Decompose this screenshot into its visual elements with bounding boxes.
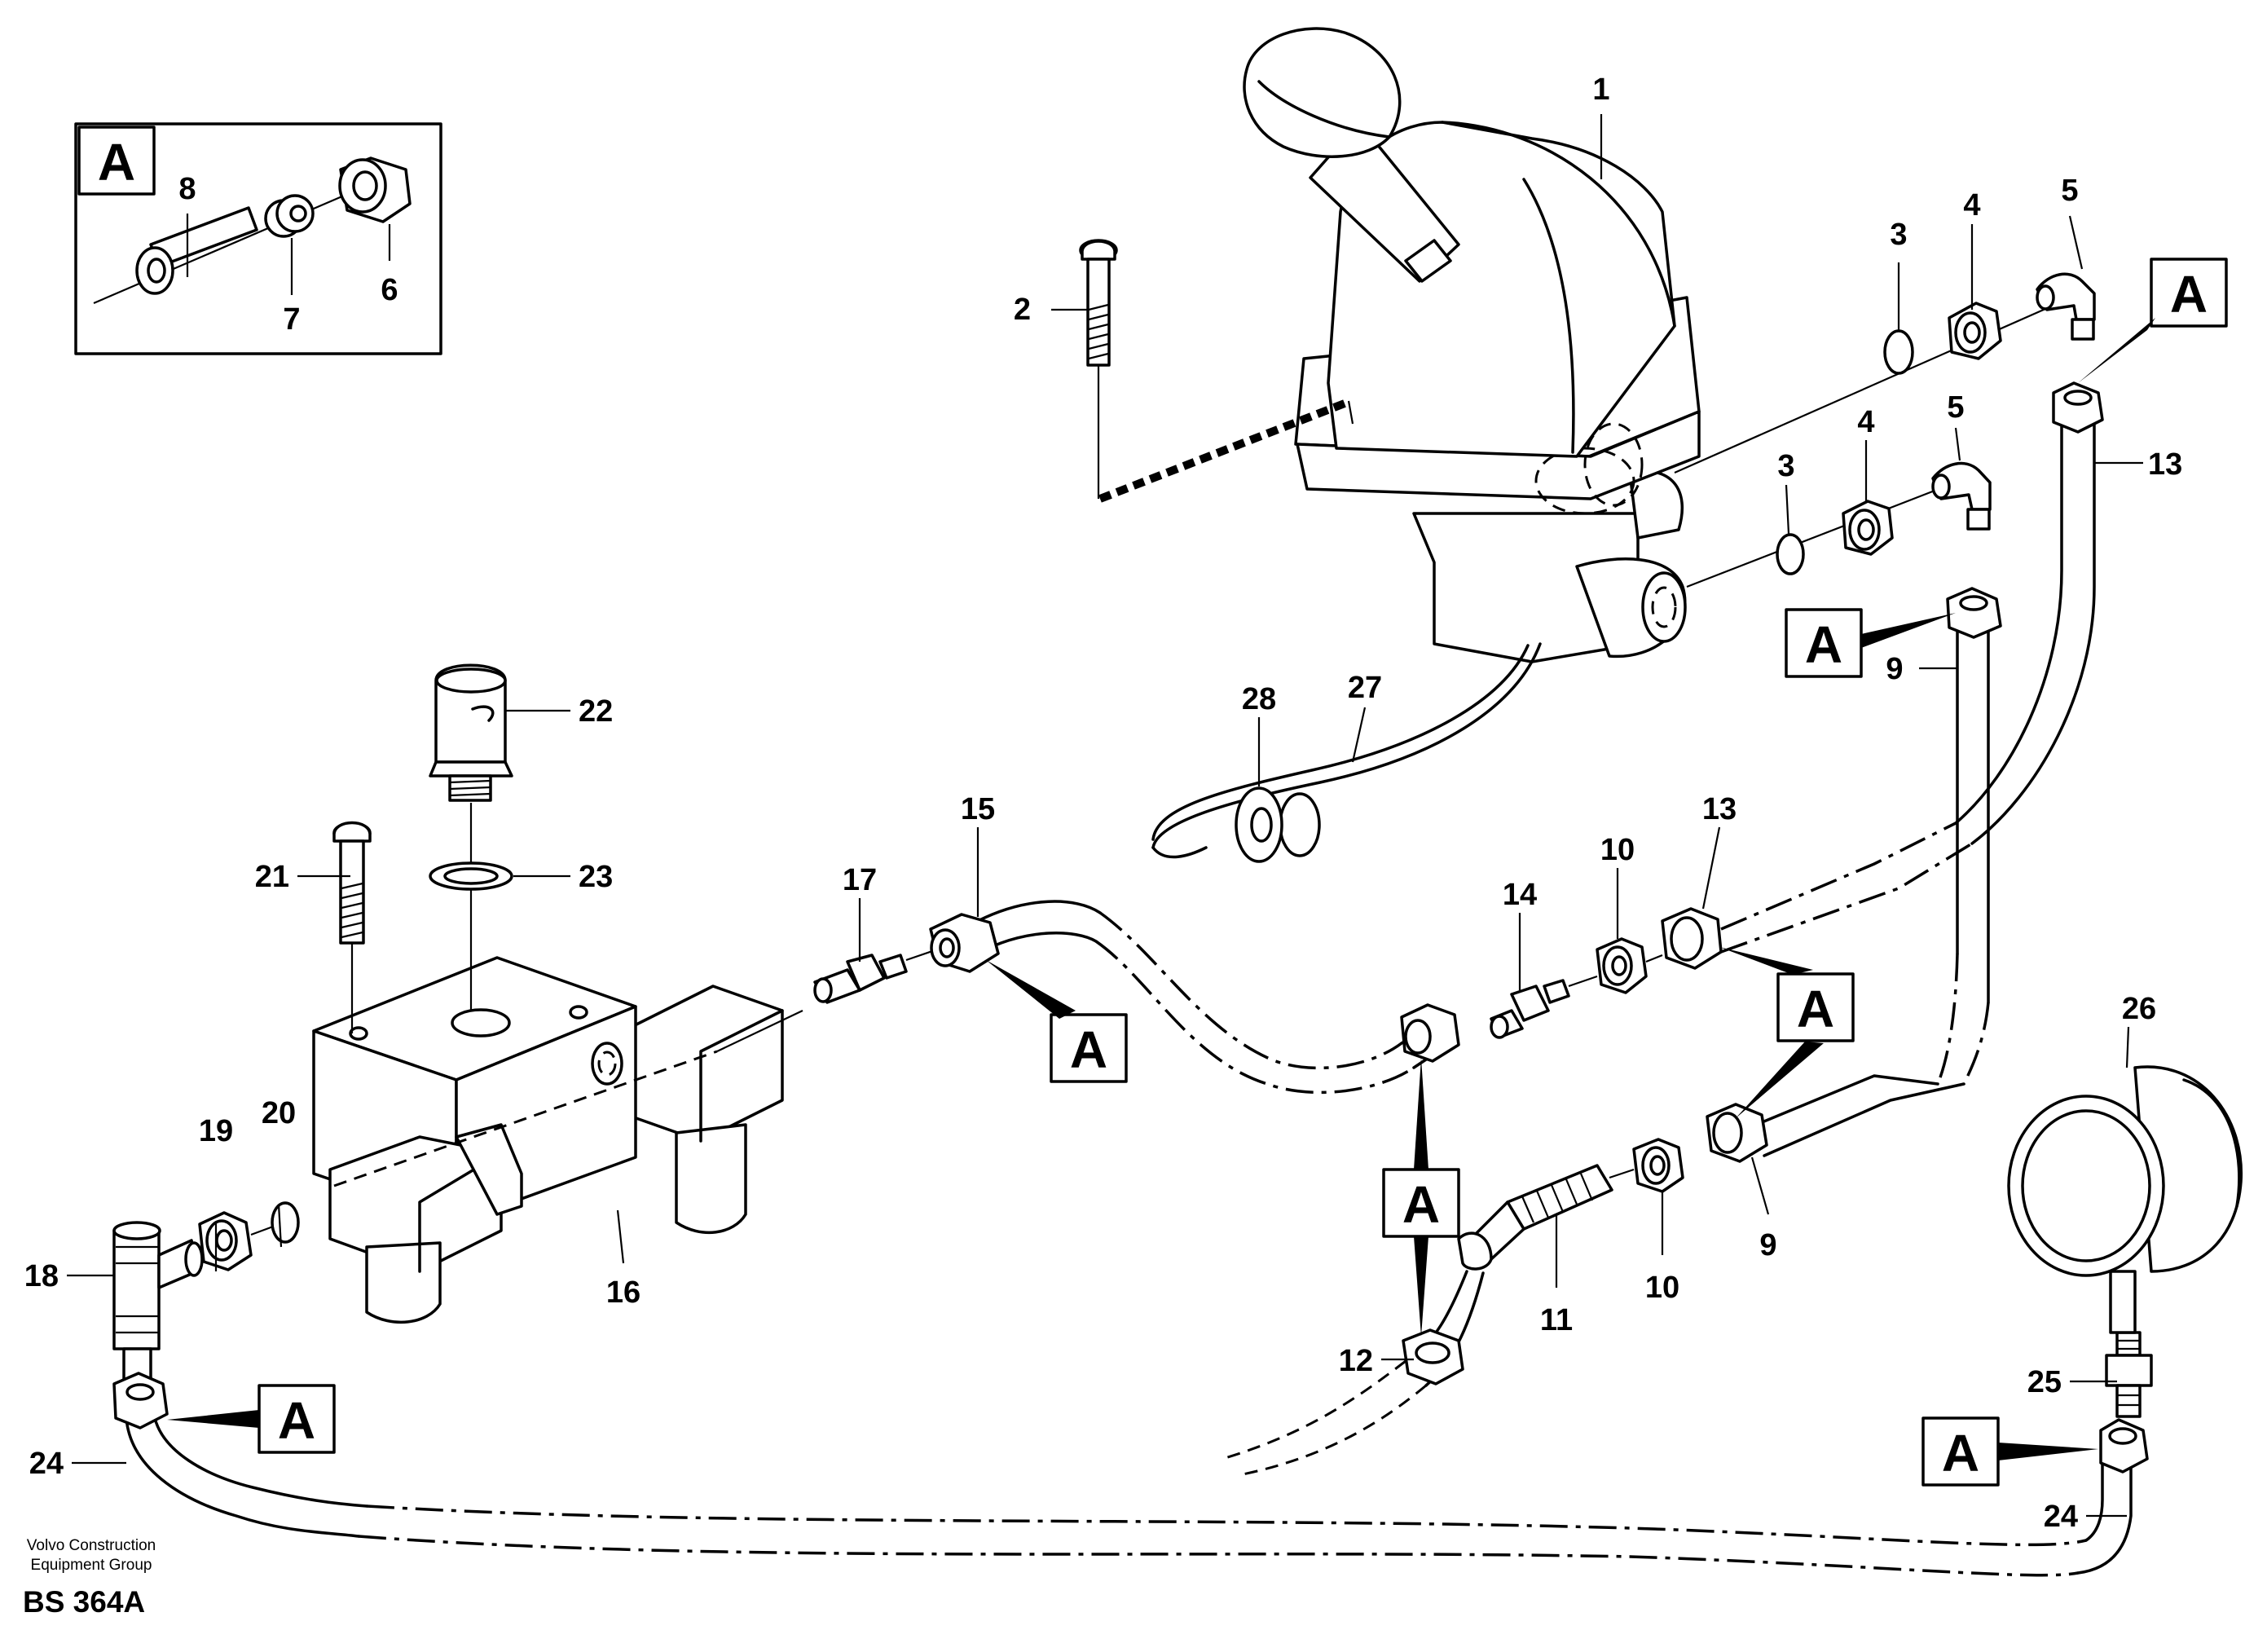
part-10-nut-upper [1596, 937, 1648, 994]
callout-a-3: A [1070, 1020, 1107, 1079]
label-22: 22 [579, 694, 613, 729]
label-13-mid: 13 [1702, 792, 1737, 826]
callout-a-1: A [2170, 265, 2208, 324]
a-callouts: A A A A A A A [167, 258, 2228, 1487]
part-19-nut [198, 1211, 253, 1271]
label-28: 28 [1242, 682, 1276, 716]
label-27: 27 [1348, 671, 1382, 705]
label-23: 23 [579, 860, 613, 894]
label-1: 1 [1592, 73, 1609, 107]
part-14-nipple [1490, 979, 1570, 1039]
company-line-1: Volvo Construction [27, 1537, 156, 1554]
part-24-long-pipe [112, 1372, 2149, 1577]
label-10-top: 10 [1600, 833, 1635, 867]
part-25-nipple [2105, 1331, 2153, 1418]
label-15: 15 [961, 792, 995, 826]
part-16-valve-block [312, 956, 803, 1324]
part-8-pipe [135, 206, 258, 295]
part-27-cable [1151, 642, 1542, 859]
label-7: 7 [283, 302, 300, 337]
part-15-pipe [929, 900, 1460, 1095]
part-10-nut-lower [1632, 1138, 1684, 1193]
label-18: 18 [24, 1259, 59, 1293]
callout-a-6: A [278, 1391, 315, 1450]
part-28-grommet [1235, 786, 1321, 863]
drawing-code: BS 364A [23, 1585, 145, 1619]
company-line-2: Equipment Group [31, 1557, 152, 1574]
label-3: 3 [1890, 218, 1907, 252]
label-5: 5 [2061, 174, 2078, 208]
label-12: 12 [1339, 1344, 1373, 1378]
part-21-screw [332, 821, 372, 1033]
upper-fittings-3-4-5 [1674, 272, 2096, 588]
label-5b: 5 [1947, 390, 1964, 425]
label-25: 25 [2027, 1365, 2062, 1399]
part-9-pipe-lower [1706, 1074, 1965, 1163]
label-14: 14 [1503, 878, 1537, 912]
callout-a-7: A [1942, 1424, 1979, 1482]
part-23-washer [429, 861, 513, 891]
part-1-hand-control-valve [1243, 27, 1701, 663]
leader-lines [67, 114, 2143, 1518]
label-24-left: 24 [29, 1447, 64, 1481]
label-21: 21 [255, 860, 289, 894]
label-26: 26 [2122, 992, 2156, 1026]
label-24-right: 24 [2044, 1500, 2078, 1534]
part-13-nut [1661, 907, 1723, 970]
part-22-pressure-sensor [429, 663, 513, 802]
label-3b: 3 [1777, 449, 1794, 483]
part-26-pressure-gauge [2007, 1065, 2243, 1334]
label-20: 20 [262, 1096, 296, 1130]
label-10-bottom: 10 [1645, 1271, 1679, 1305]
part-18-tee [112, 1221, 204, 1383]
label-11: 11 [1540, 1303, 1573, 1337]
part-9-pipe-vertical [1936, 587, 2002, 1085]
label-2: 2 [1014, 293, 1031, 327]
label-8: 8 [178, 172, 196, 206]
label-6: 6 [381, 273, 398, 307]
label-13-top: 13 [2148, 447, 2182, 482]
label-9-top: 9 [1886, 652, 1903, 686]
part-12-pipe [1222, 1270, 1485, 1477]
inset-tag: A [98, 133, 135, 192]
part-labels: 1 2 3 4 5 3 4 5 13 9 28 27 22 23 21 17 1… [24, 73, 2183, 1534]
part-2-screw [1079, 239, 1354, 503]
label-19: 19 [199, 1114, 233, 1148]
label-9-bottom: 9 [1759, 1228, 1776, 1262]
part-11-hose [1457, 1164, 1613, 1271]
callout-a-4: A [1797, 980, 1834, 1038]
callout-a-2: A [1805, 615, 1842, 674]
part-6-nut [338, 156, 412, 223]
part-7-sleeve [264, 194, 315, 238]
callout-a-5: A [1402, 1175, 1440, 1234]
part-20-o-ring [271, 1201, 300, 1244]
label-16: 16 [606, 1275, 640, 1310]
part-13-pipe [1954, 381, 2104, 845]
label-17: 17 [843, 863, 877, 897]
label-4: 4 [1963, 188, 1980, 222]
footer: Volvo Construction Equipment Group BS 36… [23, 1537, 156, 1619]
part-17-nipple [813, 954, 908, 1004]
inset-detail-a: A 8 7 6 [74, 122, 442, 355]
label-4b: 4 [1857, 405, 1874, 439]
